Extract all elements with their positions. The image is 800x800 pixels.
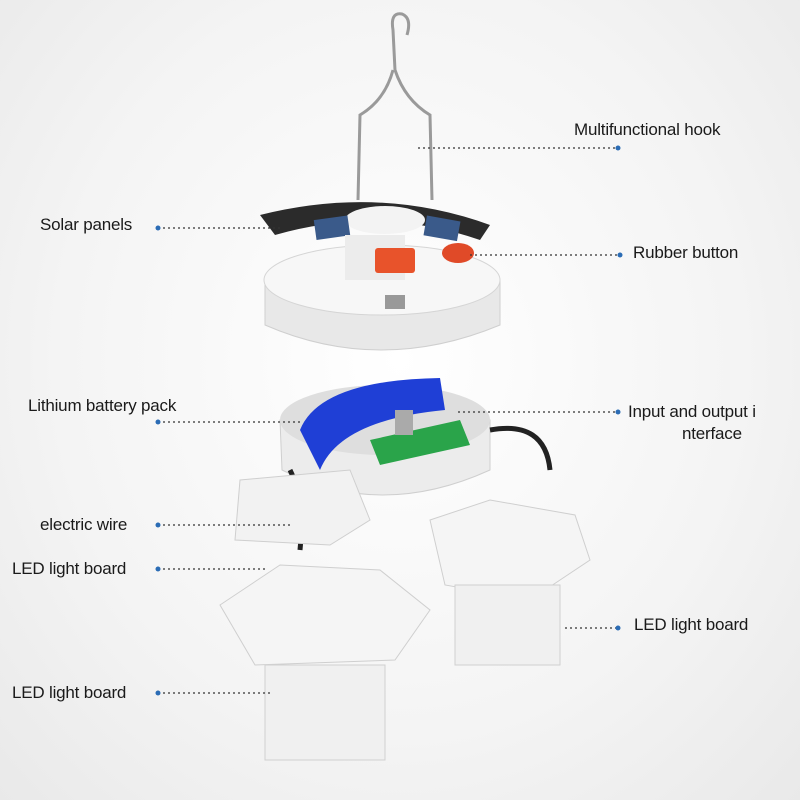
battery-assembly: [279, 378, 553, 551]
label-io-2: nterface: [682, 424, 742, 443]
label-led-left-lower: LED light board: [12, 683, 127, 702]
label-solar: Solar panels: [40, 215, 133, 234]
label-hook: Multifunctional hook: [574, 120, 721, 139]
led-board-left-lower: [219, 564, 431, 761]
hook: [356, 12, 434, 201]
leader-dots: [155, 145, 623, 696]
label-wire: electric wire: [40, 515, 128, 534]
leader-lines: [158, 147, 620, 694]
label-led-left-upper: LED light board: [12, 559, 127, 578]
solar-panel-cap: [260, 202, 490, 242]
label-io-1: Input and output i: [628, 402, 756, 421]
label-battery: Lithium battery pack: [28, 396, 177, 415]
label-rubber: Rubber button: [633, 243, 739, 262]
led-board-right: [429, 499, 591, 666]
led-board-left-upper: [234, 469, 371, 546]
main-housing: [263, 235, 501, 351]
label-led-right: LED light board: [634, 615, 749, 634]
